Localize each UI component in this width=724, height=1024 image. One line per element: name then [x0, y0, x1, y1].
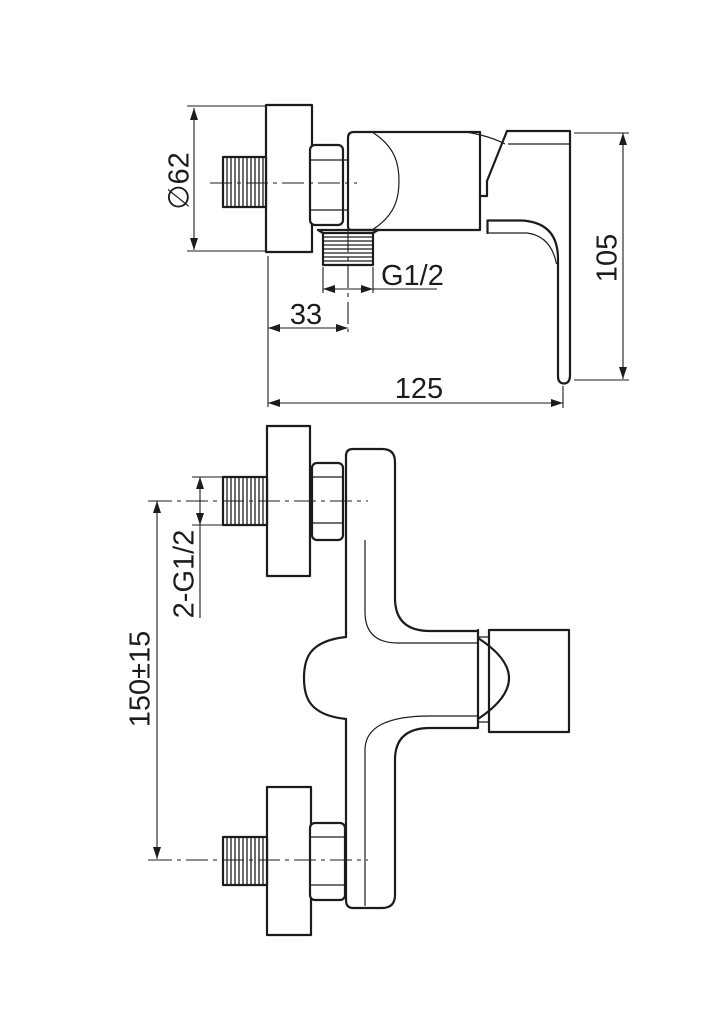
dim-total-depth-label: 125: [395, 373, 443, 405]
dim-flange-diameter-label: ∅62: [164, 152, 196, 210]
dim-inlet-threads: 2-G1/2: [169, 476, 224, 619]
side-body: [346, 130, 506, 232]
dim-inlet-spacing: 150±15: [125, 500, 161, 861]
dim-outlet-offset: 33: [267, 256, 348, 407]
side-shower-outlet: [316, 228, 382, 267]
dim-handle-height: 105: [574, 132, 629, 381]
side-wall-flange: [264, 103, 314, 254]
side-inlet-thread: [221, 155, 268, 209]
front-bottom-thread: [221, 835, 269, 887]
front-handle: [476, 628, 571, 734]
dim-handle-height-label: 105: [592, 234, 624, 282]
front-view: 2-G1/2 150±15: [125, 424, 571, 937]
front-bottom-flange: [265, 785, 313, 937]
dim-outlet-thread: G1/2: [322, 260, 444, 293]
dim-inlet-threads-label: 2-G1/2: [169, 530, 201, 619]
side-hex-nut: [308, 143, 348, 227]
front-bottom-nut: [308, 821, 347, 902]
dim-outlet-offset-label: 33: [290, 299, 322, 331]
dim-total-depth: 125: [268, 373, 564, 408]
side-handle: [478, 129, 572, 385]
side-view: ∅62 G1/2 33 125 105: [164, 103, 629, 408]
dim-inlet-spacing-label: 150±15: [125, 631, 157, 728]
dim-flange-diameter: ∅62: [164, 105, 266, 252]
dim-outlet-thread-label: G1/2: [381, 260, 444, 292]
front-body: [302, 447, 479, 910]
